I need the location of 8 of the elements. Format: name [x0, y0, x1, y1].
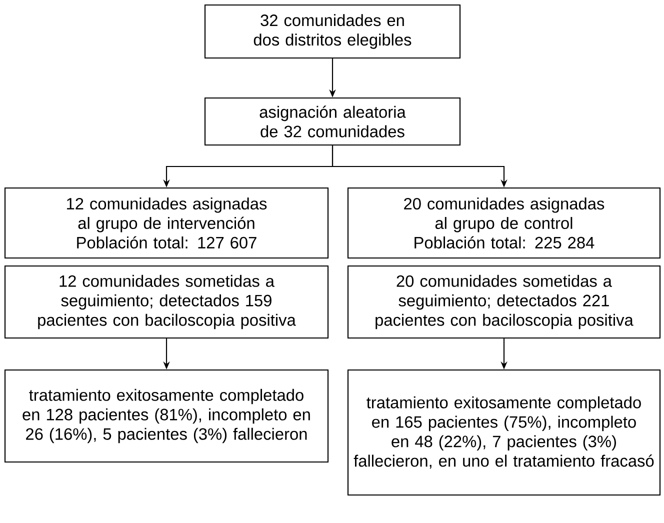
- flow-box: 20 comunidades asignadas al grupo de control Población total: 225 284: [347, 187, 661, 259]
- flow-box: tratamiento exitosamente completado en 128 pacientes (81%), incompleto en 26 (16%), 5 pacientes (3%) fallecieron: [4, 369, 329, 463]
- flow-box: tratamiento exitosamente completado en 165 pacientes (75%), incompleto en 48 (22%), 7 pacientes (3%) fallecieron, en uno el tratamiento fracasó: [347, 369, 661, 496]
- flow-box: 12 comunidades asignadas al grupo de intervención Población total: 127 607: [4, 187, 329, 259]
- flow-box: 20 comunidades sometidas a seguimiento; detectados 221 pacientes con baciloscopia positiva: [347, 265, 661, 339]
- flow-box: asignación aleatoria de 32 comunidades: [204, 97, 461, 146]
- flow-box: 32 comunidades en dos distritos elegibles: [204, 4, 461, 59]
- flow-box: 12 comunidades sometidas a seguimiento; detectados 159 pacientes con baciloscopia positiva: [4, 265, 329, 339]
